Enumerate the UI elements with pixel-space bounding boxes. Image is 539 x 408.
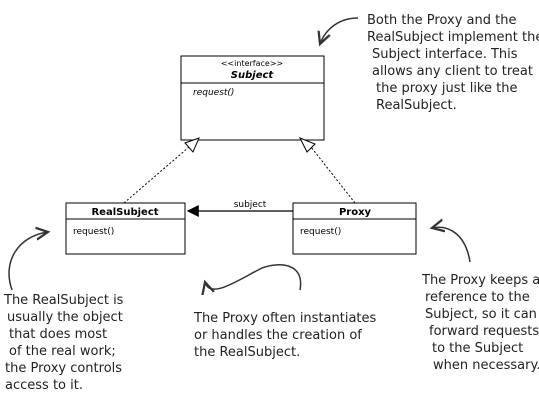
proxy-class-name: Proxy [339, 207, 372, 218]
annotation-top-right: Both the Proxy and the RealSubject imple… [367, 13, 539, 113]
subject-class-name: Subject [231, 70, 275, 81]
bottom-pointer-arrow [205, 264, 302, 290]
subject-association-arrow: subject [186, 200, 293, 217]
right-pointer-arrow [432, 227, 471, 263]
realsubject-class-name: RealSubject [91, 207, 158, 218]
realsubject-class-box: RealSubject request() [65, 202, 186, 255]
annotation-right: The Proxy keeps a reference to the Subje… [421, 273, 539, 373]
proxy-method: request() [300, 227, 341, 237]
proxy-implements-link [298, 137, 356, 204]
annotation-left: The RealSubject is usually the object th… [3, 293, 128, 393]
left-pointer-arrow [8, 232, 48, 291]
subject-stereotype: <<interface>> [221, 59, 284, 68]
subject-method: request() [193, 88, 234, 98]
association-label: subject [234, 200, 267, 210]
proxy-class-box: Proxy request() [292, 202, 417, 255]
annotation-bottom-middle: The Proxy often instantiates or handles … [193, 311, 380, 360]
realsubject-implements-link [123, 137, 200, 204]
top-right-pointer-arrow [320, 17, 359, 44]
subject-interface-box: <<interface>> Subject request() [180, 55, 325, 141]
realsubject-method: request() [73, 227, 114, 237]
